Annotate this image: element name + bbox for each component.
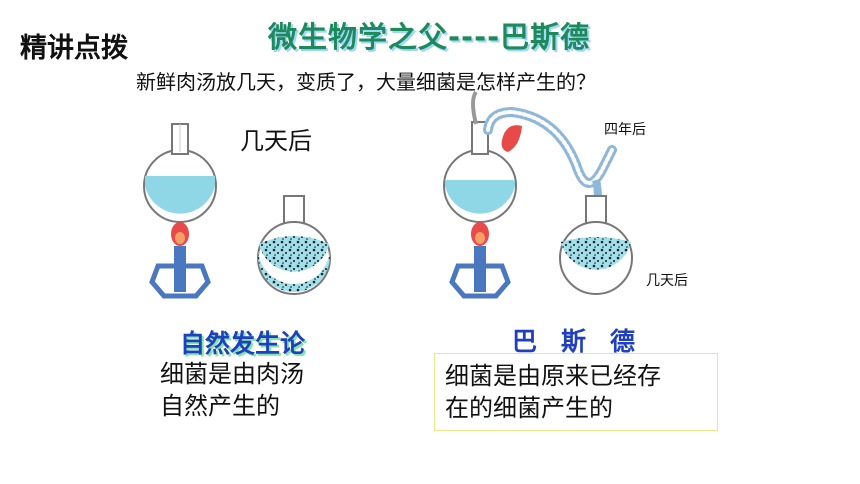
flask-spoiled-right (559, 195, 633, 295)
theory-left-line: 细菌是由肉汤 (160, 360, 304, 388)
label-four-years-later: 四年后 (604, 122, 646, 138)
section-tag: 精讲点拨 (20, 33, 128, 64)
alcohol-burner-right (449, 246, 511, 299)
theory-left-line: 自然产生的 (160, 392, 280, 420)
flame-icon (471, 222, 489, 246)
theory-right-description: 细菌是由原来已经存 在的细菌产生的 (434, 353, 718, 431)
theory-right-line: 在的细菌产生的 (445, 394, 613, 422)
alcohol-burner-left (149, 246, 211, 299)
flask-boiling-left (143, 123, 217, 223)
label-days-later-left: 几天后 (240, 127, 312, 155)
page-title: 微生物学之父----巴斯德 (268, 20, 591, 54)
label-days-later-right: 几天后 (646, 273, 688, 289)
flask-spoiled-left (257, 195, 331, 295)
flame-icon (501, 125, 522, 152)
theory-right-line: 细菌是由原来已经存 (445, 362, 661, 390)
flame-icon (171, 222, 189, 246)
theory-pasteur: 巴斯德 (512, 327, 660, 356)
flask-swan-neck-boiling (443, 90, 517, 223)
question-text: 新鲜肉汤放几天，变质了，大量细菌是怎样产生的？ (136, 70, 596, 94)
theory-spontaneous-generation: 自然发生论 (180, 329, 306, 358)
theory-left-description: 细菌是由肉汤 自然产生的 (160, 358, 360, 422)
